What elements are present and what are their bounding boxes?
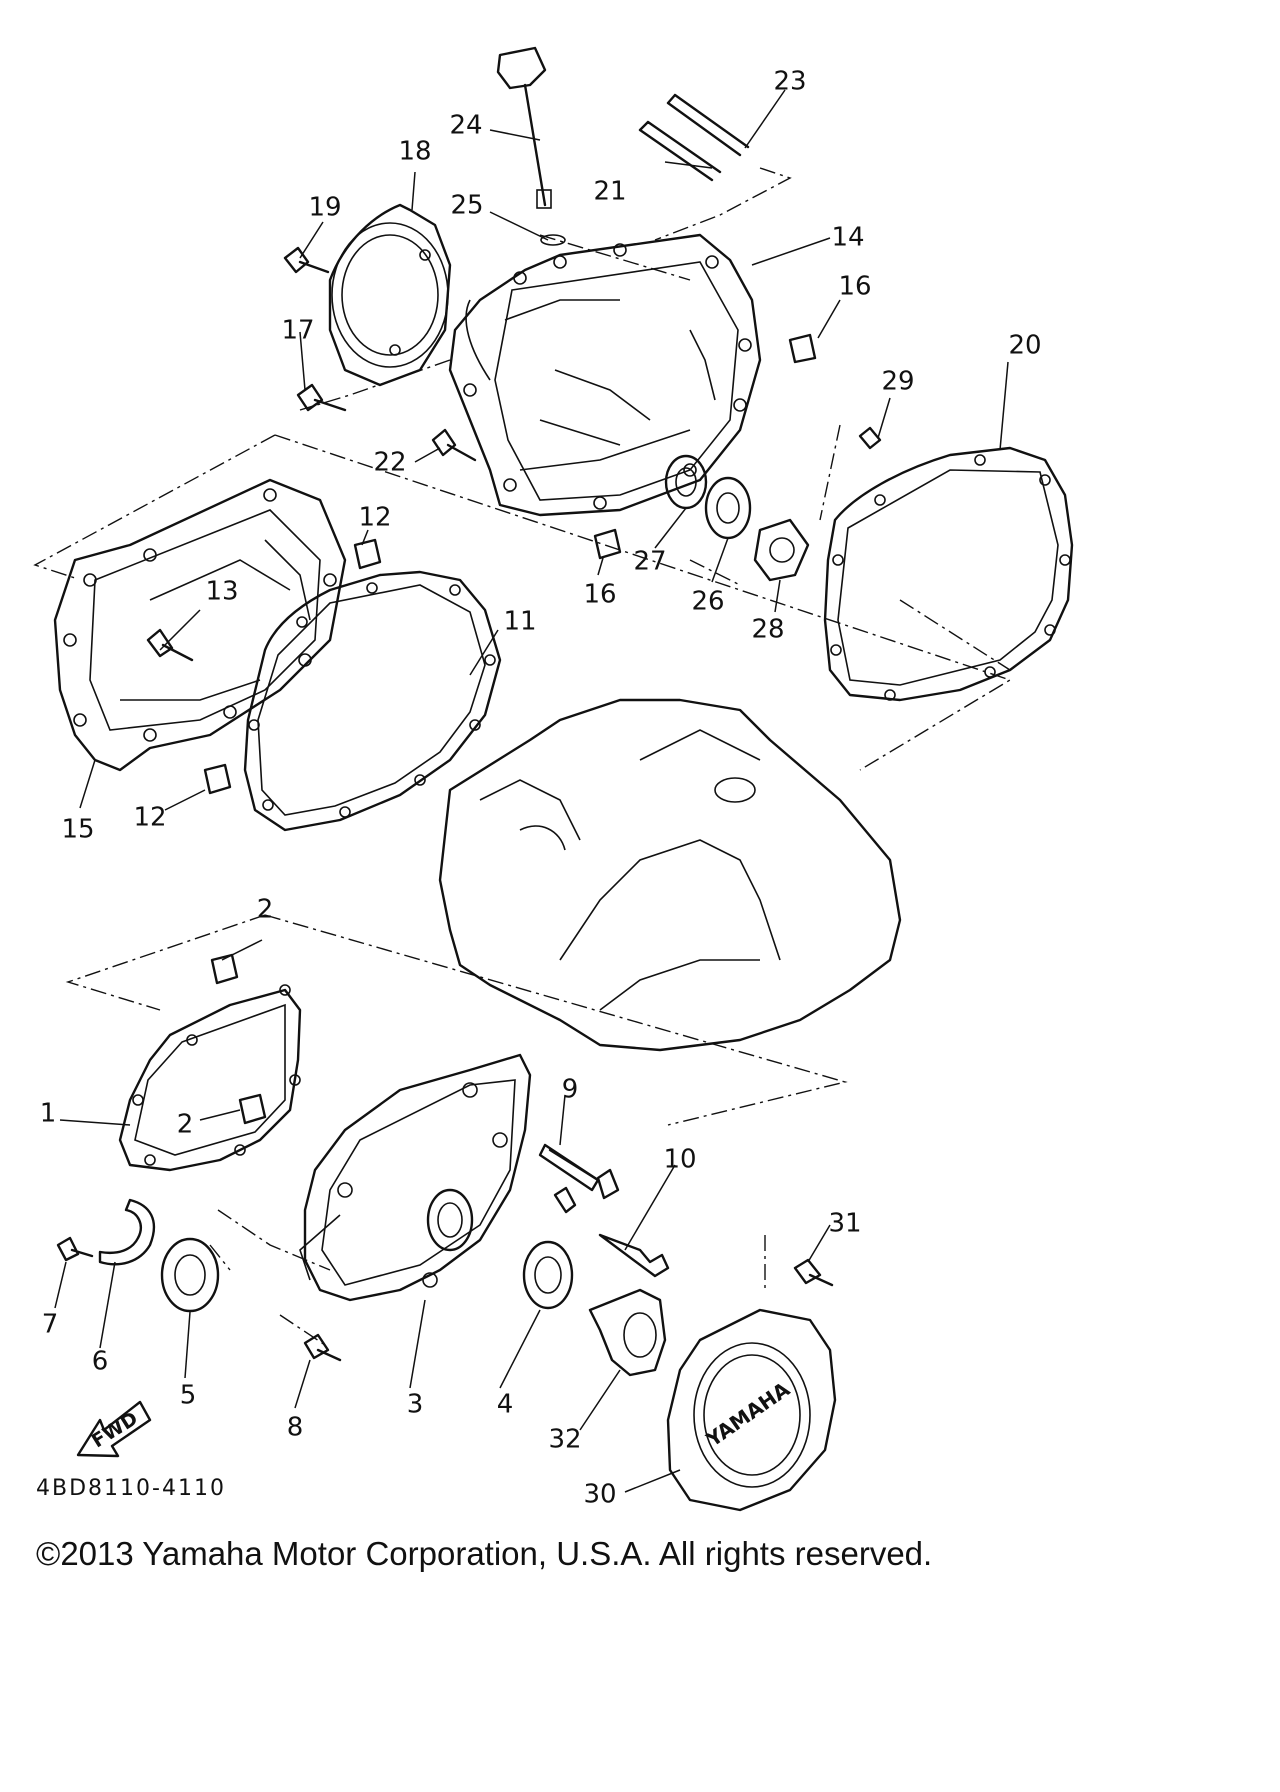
- callout-6: 6: [92, 1347, 109, 1377]
- callout-23: 23: [773, 67, 806, 97]
- gasket-1: [118, 984, 302, 1172]
- callout-13: 13: [205, 577, 238, 607]
- callout-9: 9: [562, 1075, 579, 1105]
- callout-12: 12: [133, 803, 166, 833]
- callout-15: 15: [61, 815, 94, 845]
- crankcase: [438, 698, 902, 1052]
- callout-25: 25: [450, 191, 483, 221]
- callout-8: 8: [287, 1413, 304, 1443]
- callout-3: 3: [407, 1390, 424, 1420]
- callout-12: 12: [358, 503, 391, 533]
- brand-logo-text: YAMAHA: [701, 1377, 794, 1452]
- callout-20: 20: [1008, 331, 1041, 361]
- cover-lower-3: [299, 1053, 532, 1302]
- callout-17: 17: [281, 316, 314, 346]
- callout-2: 2: [257, 895, 274, 925]
- callout-18: 18: [398, 137, 431, 167]
- callout-21: 21: [593, 177, 626, 207]
- callout-19: 19: [308, 193, 341, 223]
- fwd-label: FWD: [88, 1407, 142, 1452]
- callout-28: 28: [751, 615, 784, 645]
- callout-5: 5: [180, 1381, 197, 1411]
- callout-26: 26: [691, 587, 724, 617]
- dipstick-24: [496, 46, 566, 246]
- callout-10: 10: [663, 1145, 696, 1175]
- callout-11: 11: [503, 607, 536, 637]
- callout-24: 24: [449, 111, 482, 141]
- callout-30: 30: [583, 1480, 616, 1510]
- fwd-arrow: FWD: [76, 1400, 152, 1458]
- magneto-cover-30: YAMAHA: [666, 1308, 837, 1512]
- leader-lines: [54, 89, 1009, 1493]
- gasket-20: [823, 446, 1074, 702]
- callout-32: 32: [548, 1425, 581, 1455]
- cover-plate-18: [328, 203, 452, 387]
- callout-31: 31: [828, 1209, 861, 1239]
- bolts: [56, 93, 882, 1362]
- callout-4: 4: [497, 1390, 514, 1420]
- callout-1: 1: [40, 1099, 57, 1129]
- copyright-notice: ©2013 Yamaha Motor Corporation, U.S.A. A…: [36, 1535, 933, 1572]
- callout-22: 22: [373, 448, 406, 478]
- callout-7: 7: [42, 1310, 59, 1340]
- callout-numbers: 1 2 2 3 4 5 6 7 8 9 10 11 12 12 13 14 15…: [40, 67, 1042, 1510]
- cover-left-15: [53, 478, 347, 772]
- gasket-11: [243, 570, 502, 832]
- callout-29: 29: [881, 367, 914, 397]
- lower-small-parts: [98, 1198, 667, 1377]
- callout-16: 16: [583, 580, 616, 610]
- diagram-code: 4BD8110-4110: [36, 1476, 226, 1501]
- crankcase-cover-upper: [448, 233, 762, 517]
- callout-14: 14: [831, 223, 864, 253]
- callout-2: 2: [177, 1110, 194, 1140]
- callout-16: 16: [838, 272, 871, 302]
- callout-27: 27: [633, 547, 666, 577]
